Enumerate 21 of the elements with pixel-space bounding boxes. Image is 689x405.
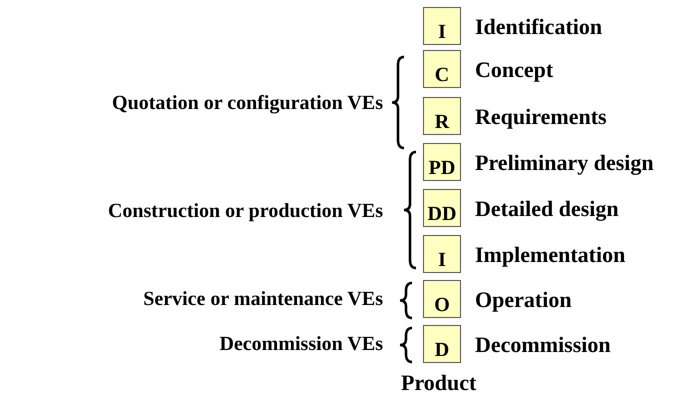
stage-box: C — [423, 50, 461, 88]
column-caption: Product — [401, 372, 476, 394]
stage-box: I — [423, 235, 461, 273]
stage-box: D — [423, 325, 461, 363]
stage-name: Detailed design — [475, 198, 619, 220]
stage-name: Requirements — [475, 106, 607, 128]
stage-box: I — [423, 7, 461, 45]
group-label: Quotation or configuration VEs — [112, 93, 383, 113]
stage-name: Operation — [475, 289, 572, 311]
stage-name: Identification — [475, 16, 602, 38]
group-label: Service or maintenance VEs — [143, 289, 383, 309]
group-label: Construction or production VEs — [108, 201, 383, 221]
stage-box: DD — [423, 189, 461, 227]
stage-name: Preliminary design — [475, 152, 654, 174]
group-label: Decommission VEs — [219, 334, 383, 354]
stage-name: Concept — [475, 59, 554, 81]
stage-name: Decommission — [475, 334, 611, 356]
stage-box: O — [423, 280, 461, 318]
stage-box: R — [423, 97, 461, 135]
stage-box: PD — [423, 143, 461, 181]
stage-name: Implementation — [475, 244, 626, 266]
